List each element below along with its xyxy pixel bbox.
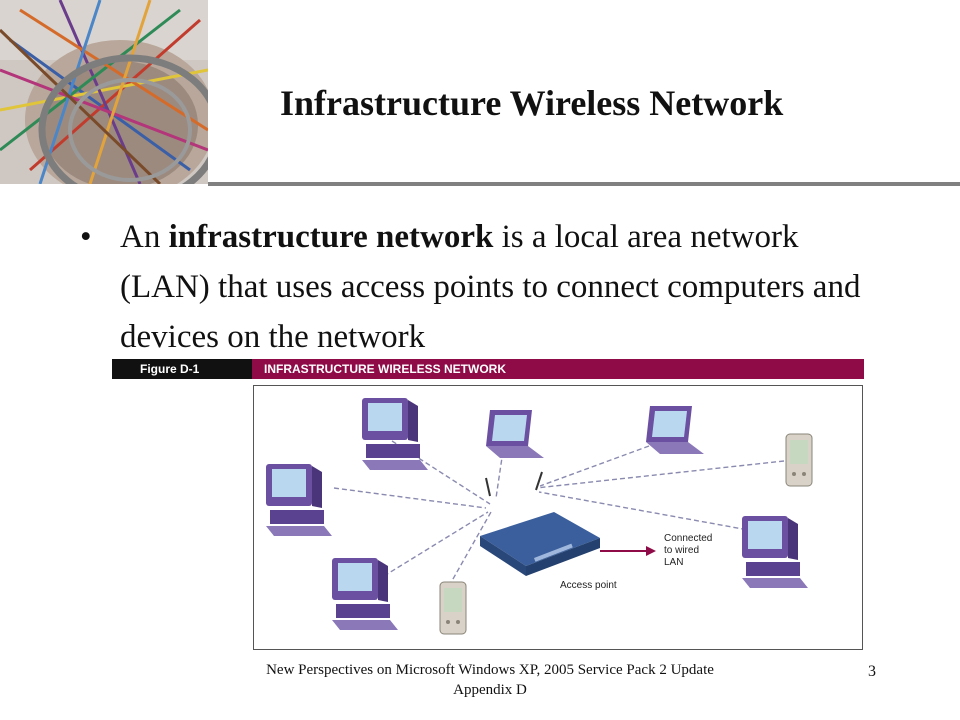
figure-label: Figure D-1 xyxy=(112,359,252,379)
page-number: 3 xyxy=(868,663,876,680)
handheld-device-icon xyxy=(785,433,813,487)
corner-artwork xyxy=(0,0,208,184)
bullet-rest: is a local area network (LAN) that uses … xyxy=(120,219,861,355)
laptop-icon xyxy=(486,410,544,458)
access-point-label: Access point xyxy=(560,580,617,591)
bullet-bold-term: infrastructure network xyxy=(168,219,494,255)
diagram-graphic xyxy=(266,398,813,635)
desktop-computer-icon xyxy=(742,516,808,588)
footer: New Perspectives on Microsoft Windows XP… xyxy=(220,660,760,700)
header-divider xyxy=(208,182,960,186)
access-point-icon xyxy=(480,471,600,576)
wired-lan-label-line2: to wired xyxy=(664,545,700,556)
laptop-icon xyxy=(646,406,704,454)
page-title: Infrastructure Wireless Network xyxy=(280,83,784,123)
wired-lan-arrow xyxy=(600,546,656,556)
handheld-device-icon xyxy=(439,581,467,635)
network-diagram: Access point Connected to wired LAN xyxy=(253,385,863,650)
footer-line1: New Perspectives on Microsoft Windows XP… xyxy=(266,662,714,678)
desktop-computer-icon xyxy=(266,464,332,536)
bullet-text: An infrastructure network is a local are… xyxy=(120,212,880,362)
desktop-computer-icon xyxy=(362,398,428,470)
wired-lan-label-line1: Connected xyxy=(664,533,713,544)
bullet-icon: • xyxy=(80,219,92,255)
wireless-links xyxy=(333,440,785,587)
footer-line2: Appendix D xyxy=(453,682,527,698)
bullet-lead: An xyxy=(120,219,169,255)
desktop-computer-icon xyxy=(332,558,398,630)
wired-lan-label-line3: LAN xyxy=(664,557,684,568)
figure-title: INFRASTRUCTURE WIRELESS NETWORK xyxy=(264,362,506,376)
figure-caption-bar: Figure D-1 INFRASTRUCTURE WIRELESS NETWO… xyxy=(112,359,864,379)
